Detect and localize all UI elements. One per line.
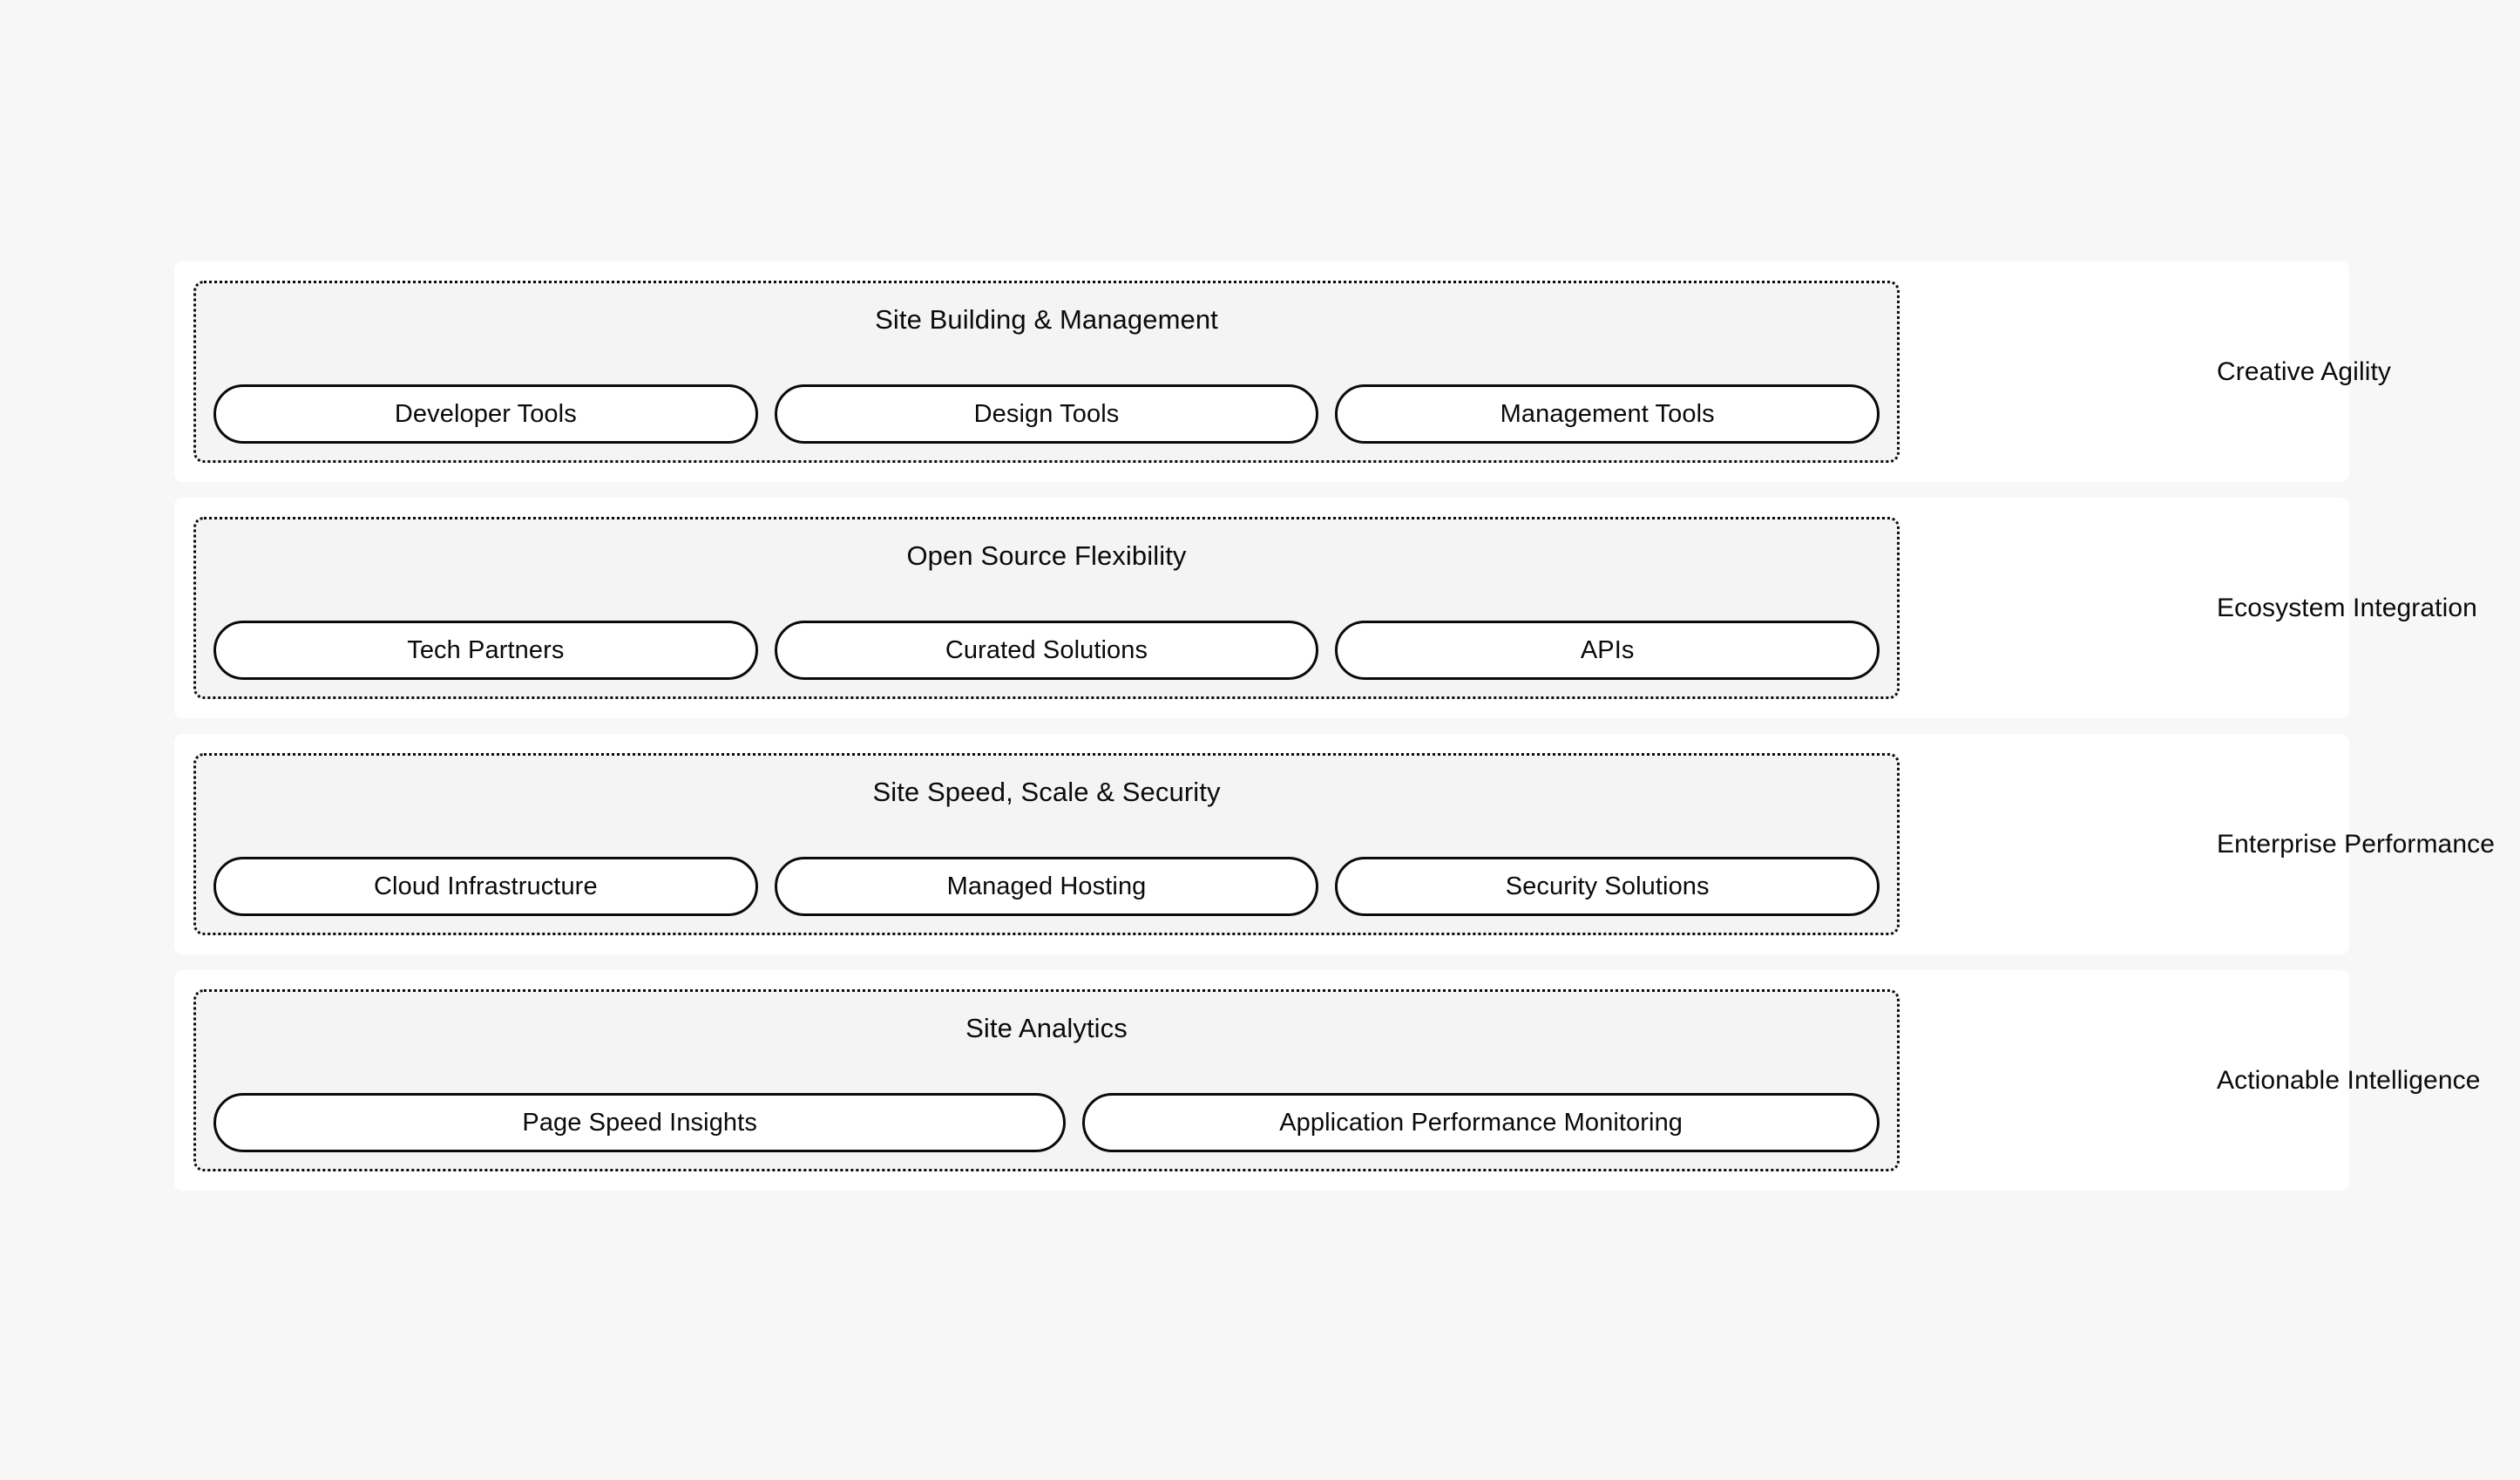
- capability-pill[interactable]: Curated Solutions: [774, 621, 1319, 680]
- capability-row: Site Speed, Scale & Security Cloud Infra…: [174, 734, 2495, 954]
- outcome-area: Actionable Intelligence: [1952, 970, 2480, 1191]
- capability-row: Site Analytics Page Speed Insights Appli…: [174, 970, 2480, 1191]
- group-box: Site Analytics Page Speed Insights Appli…: [193, 989, 1900, 1171]
- group-title: Site Building & Management: [875, 304, 1218, 335]
- pill-row: Tech Partners Curated Solutions APIs: [213, 621, 1880, 680]
- capability-pill[interactable]: APIs: [1335, 621, 1880, 680]
- outcome-area: Ecosystem Integration: [1952, 498, 2477, 718]
- capability-pill[interactable]: Security Solutions: [1335, 857, 1880, 916]
- capability-row: Open Source Flexibility Tech Partners Cu…: [174, 498, 2477, 718]
- outcome-label: Ecosystem Integration: [2217, 593, 2477, 622]
- outcome-label: Enterprise Performance: [2217, 829, 2496, 859]
- capability-pill[interactable]: Page Speed Insights: [213, 1093, 1067, 1152]
- capability-row: Site Building & Management Developer Too…: [174, 261, 2391, 482]
- capability-pill[interactable]: Design Tools: [774, 384, 1319, 444]
- group-title: Site Analytics: [965, 1013, 1128, 1043]
- group-box: Site Building & Management Developer Too…: [193, 281, 1900, 463]
- group-box: Open Source Flexibility Tech Partners Cu…: [193, 517, 1900, 699]
- capability-pill[interactable]: Application Performance Monitoring: [1082, 1093, 1880, 1152]
- outcome-area: Creative Agility: [1952, 261, 2391, 482]
- group-title: Open Source Flexibility: [906, 540, 1187, 571]
- pill-row: Developer Tools Design Tools Management …: [213, 384, 1880, 444]
- capability-pill[interactable]: Managed Hosting: [774, 857, 1319, 916]
- capability-pill[interactable]: Cloud Infrastructure: [213, 857, 758, 916]
- pill-row: Cloud Infrastructure Managed Hosting Sec…: [213, 857, 1880, 916]
- outcome-area: Enterprise Performance: [1952, 734, 2495, 954]
- outcome-label: Actionable Intelligence: [2217, 1065, 2481, 1095]
- group-title: Site Speed, Scale & Security: [872, 777, 1221, 807]
- capability-pill[interactable]: Developer Tools: [213, 384, 758, 444]
- capability-pill[interactable]: Management Tools: [1335, 384, 1880, 444]
- capability-rows: Site Building & Management Developer Too…: [174, 261, 2495, 1191]
- group-box: Site Speed, Scale & Security Cloud Infra…: [193, 753, 1900, 935]
- pill-row: Page Speed Insights Application Performa…: [213, 1093, 1880, 1152]
- outcome-label: Creative Agility: [2217, 356, 2392, 386]
- capability-pill[interactable]: Tech Partners: [213, 621, 758, 680]
